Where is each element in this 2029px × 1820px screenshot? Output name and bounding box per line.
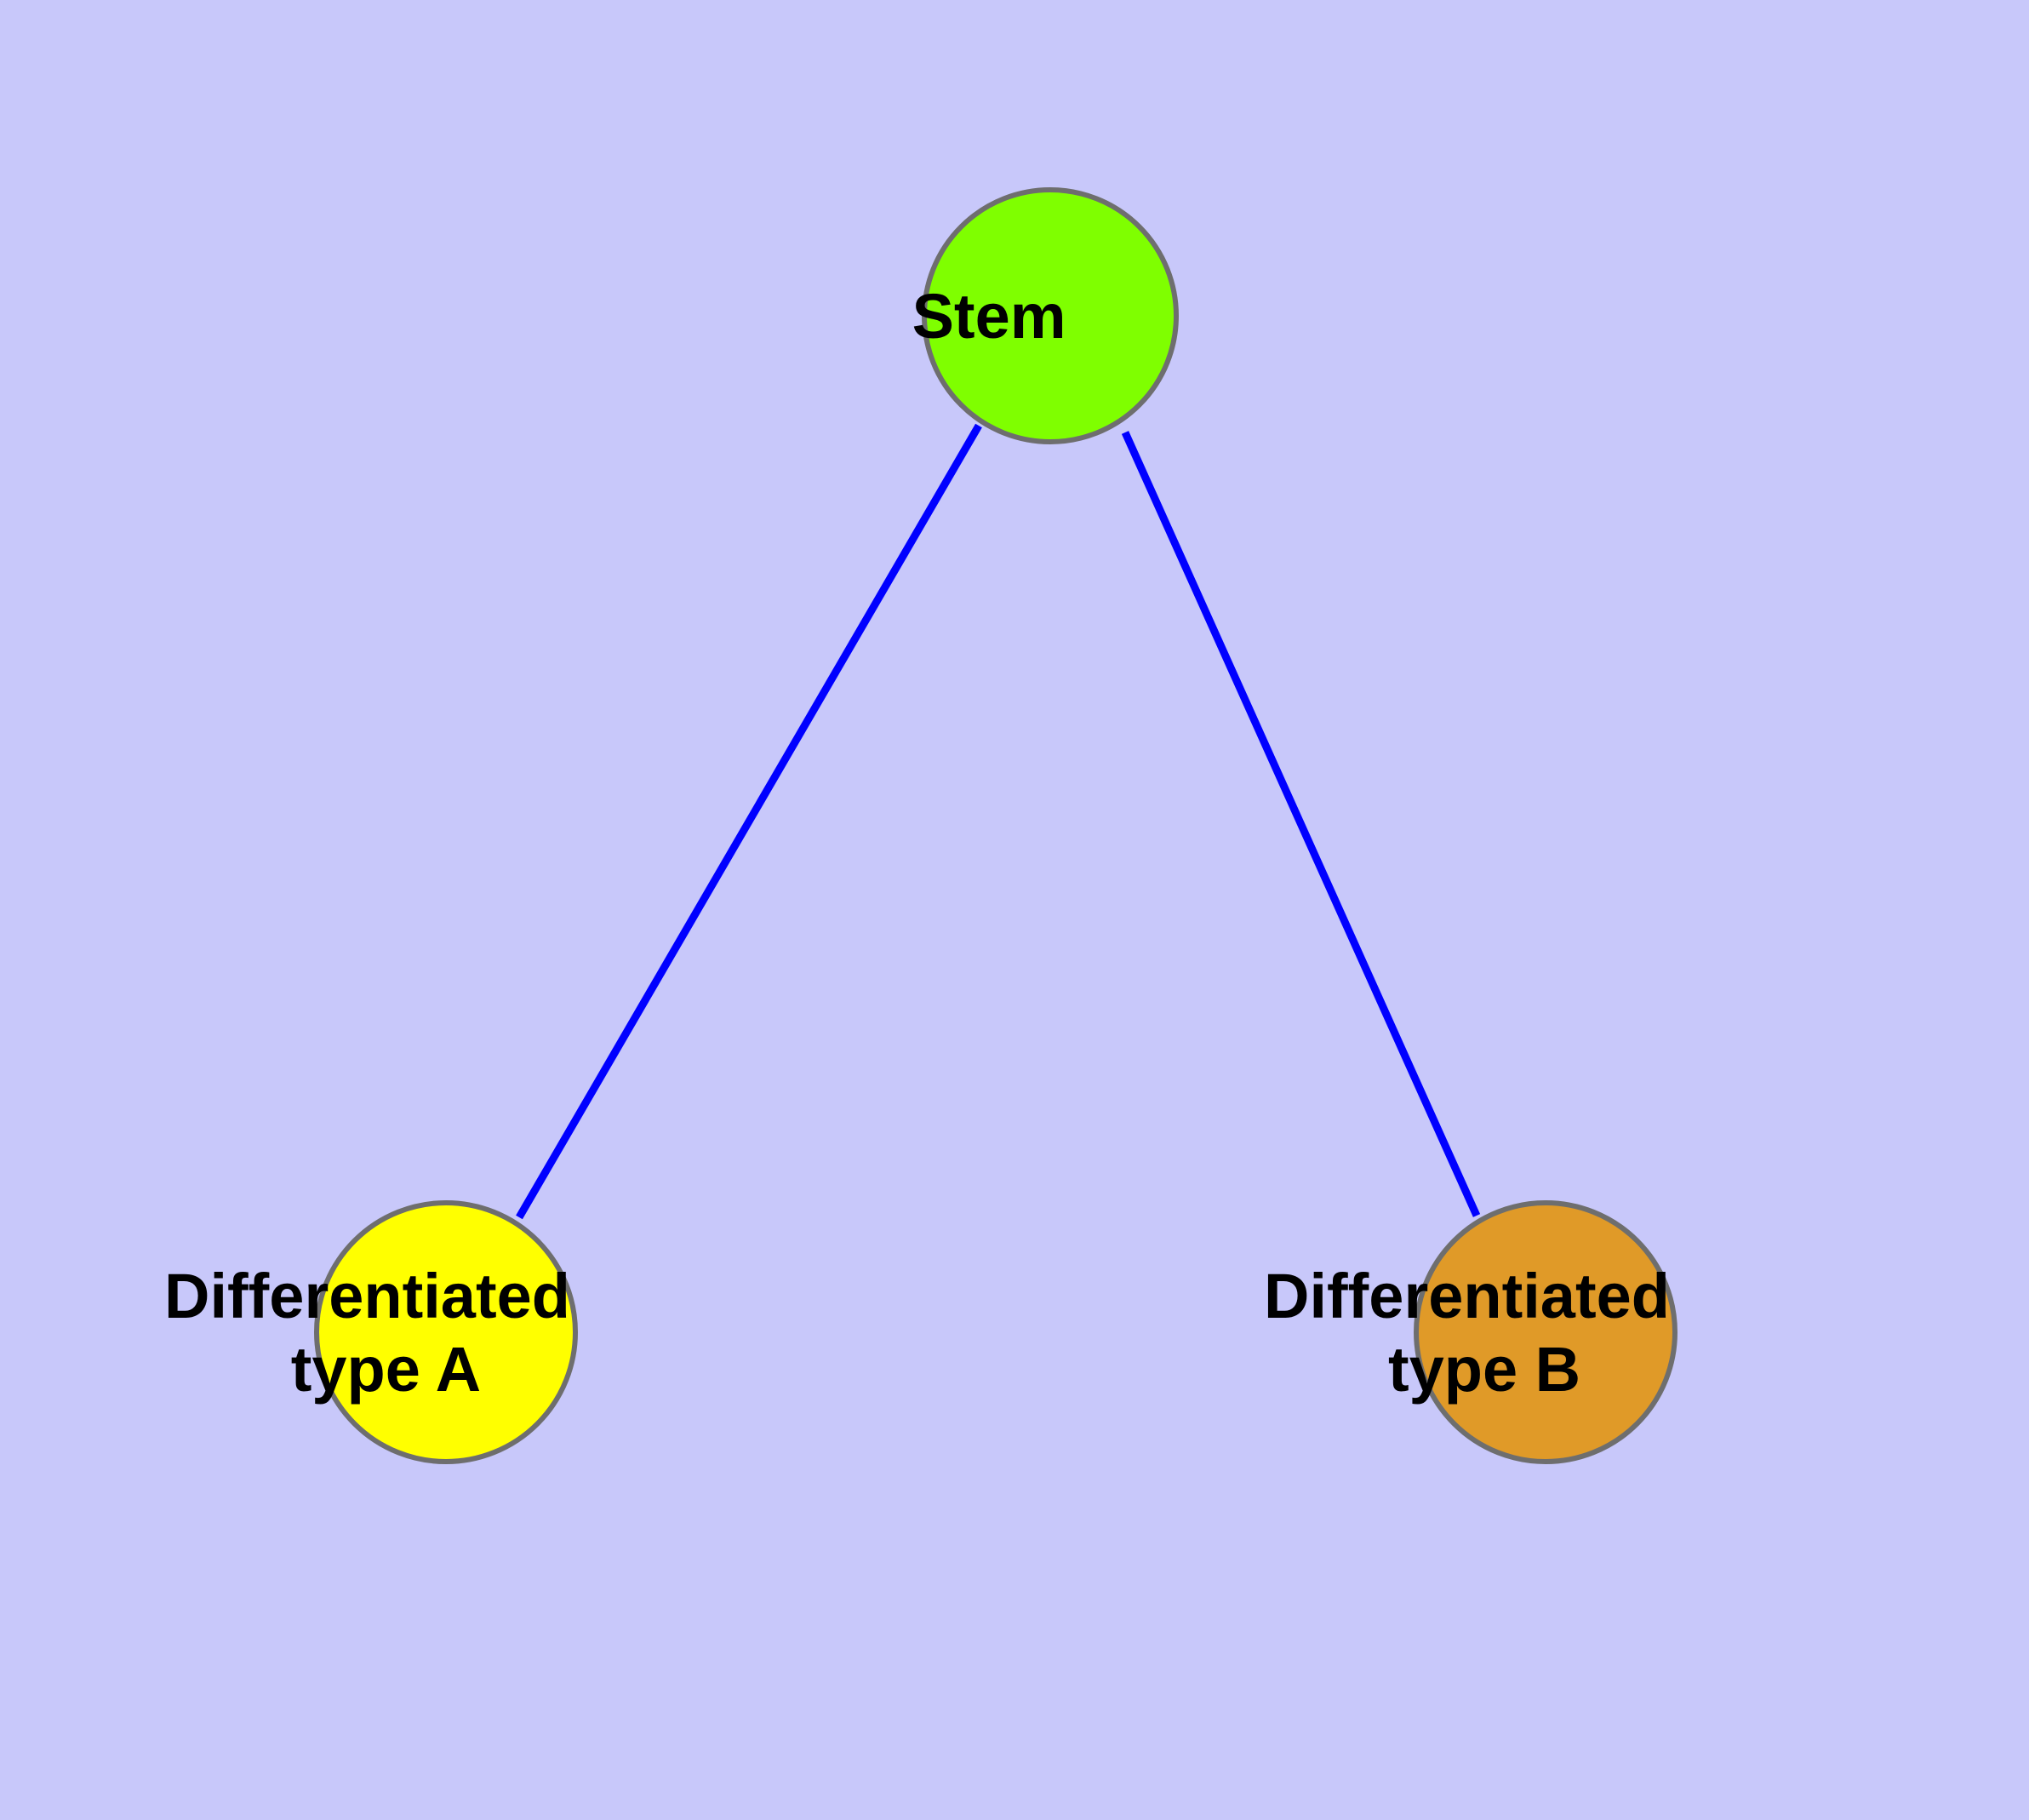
node-differentiated-type-a-label-line-2: type A <box>291 1334 480 1405</box>
node-stem[interactable] <box>922 187 1179 444</box>
edge-stem-to-differentiated-type-b[interactable] <box>1121 431 1481 1217</box>
node-layer <box>314 187 1677 1464</box>
node-differentiated-type-b-label: Differentiated type B <box>1264 1261 1827 1405</box>
node-differentiated-type-b-label-line-1: Differentiated <box>1264 1261 1670 1331</box>
edge-stem-to-differentiated-type-a[interactable] <box>516 423 982 1220</box>
label-layer: Stem Differentiated type A Differentiate… <box>164 281 1827 1405</box>
edge-layer <box>516 423 1481 1220</box>
node-stem-label-line-1: Stem <box>912 281 1066 352</box>
node-stem-circle[interactable] <box>922 187 1179 444</box>
node-differentiated-type-b-circle[interactable] <box>1414 1200 1677 1464</box>
node-differentiated-type-a-label: Differentiated type A <box>164 1261 728 1405</box>
node-stem-label: Stem <box>912 281 1189 352</box>
node-differentiated-type-a-circle[interactable] <box>314 1200 578 1464</box>
node-differentiated-type-b[interactable] <box>1414 1200 1677 1464</box>
node-differentiated-type-b-label-line-2: type B <box>1388 1334 1580 1405</box>
node-differentiated-type-a-label-line-1: Differentiated <box>164 1261 570 1331</box>
node-differentiated-type-a[interactable] <box>314 1200 578 1464</box>
